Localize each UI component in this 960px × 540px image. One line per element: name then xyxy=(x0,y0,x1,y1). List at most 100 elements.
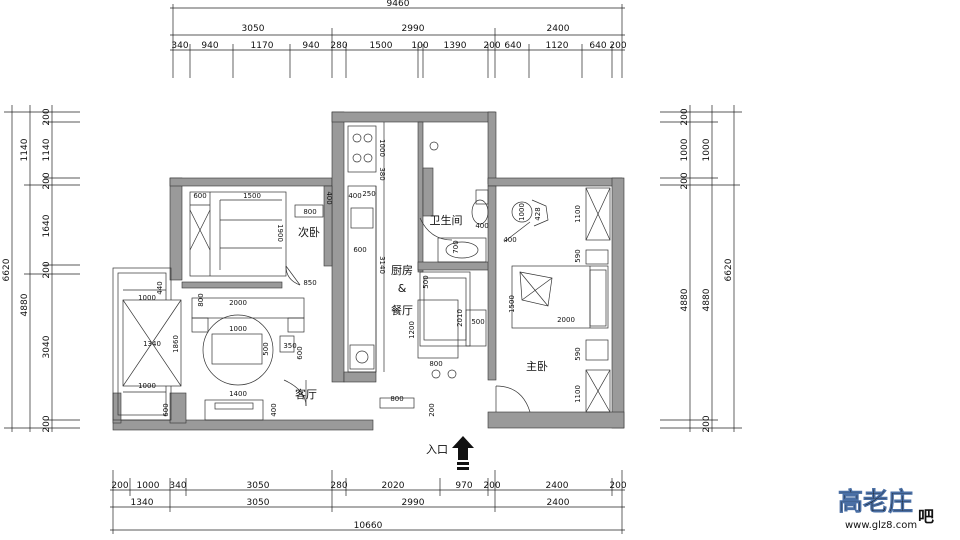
bottom-dimensions xyxy=(110,470,625,534)
bottom-dim: 1000 xyxy=(137,481,160,491)
note: 600 xyxy=(353,246,366,254)
top-dim: 2990 xyxy=(402,24,425,34)
top-dim: 200 xyxy=(483,41,500,51)
left-dim: 200 xyxy=(42,415,52,432)
top-dim: 1390 xyxy=(444,41,467,51)
note: 400 xyxy=(348,192,361,200)
note: 2000 xyxy=(557,316,575,324)
note: 600 xyxy=(296,346,304,359)
right-dimensions xyxy=(660,105,742,432)
top-dim: 2400 xyxy=(547,24,570,34)
note: 200 xyxy=(428,403,436,416)
left-dim: 1640 xyxy=(42,214,52,237)
note: 1000 xyxy=(138,294,156,302)
note: 428 xyxy=(534,207,542,220)
entrance-arrow-icon xyxy=(452,436,474,470)
bottom-dim-overall: 10660 xyxy=(354,521,383,531)
note: 500 xyxy=(471,318,484,326)
room-label-master-bedroom: 主卧 xyxy=(526,360,548,373)
top-dim: 200 xyxy=(609,41,626,51)
bottom-dim: 1340 xyxy=(131,498,154,508)
right-dim-labels: 200 1000 1000 200 4880 4880 6620 200 xyxy=(680,108,734,432)
room-label-kitchen: 厨房 xyxy=(391,264,413,277)
top-dim: 3050 xyxy=(242,24,265,34)
note: 800 xyxy=(390,395,403,403)
watermark-logo: 高老庄 吧 www.glz8.com xyxy=(838,487,934,531)
bottom-dim: 2990 xyxy=(402,498,425,508)
note: 440 xyxy=(156,281,164,294)
note: 400 xyxy=(325,191,333,204)
note: 1500 xyxy=(508,295,516,313)
watermark-logo-suffix: 吧 xyxy=(918,507,934,526)
room-label-dining: 餐厅 xyxy=(391,303,413,317)
left-dim: 4880 xyxy=(20,293,30,316)
master-furniture xyxy=(495,187,611,413)
left-dim-overall: 6620 xyxy=(2,258,12,281)
bathroom-fixtures xyxy=(419,141,489,347)
right-dim: 4880 xyxy=(702,288,712,311)
note: 2010 xyxy=(456,309,464,327)
left-dim: 1140 xyxy=(20,138,30,161)
balcony xyxy=(112,267,182,421)
bottom-dim: 3050 xyxy=(247,481,270,491)
note: 800 xyxy=(303,208,316,216)
note: 350 xyxy=(283,342,296,350)
note: 600 xyxy=(193,192,206,200)
watermark-logo-text: 高老庄 xyxy=(838,487,913,516)
note: 1200 xyxy=(408,321,416,339)
watermark-url: www.glz8.com xyxy=(845,520,917,531)
right-dim: 200 xyxy=(702,415,712,432)
note: 400 xyxy=(475,222,488,230)
left-dim: 200 xyxy=(42,261,52,278)
top-dim: 940 xyxy=(201,41,218,51)
note: 1000 xyxy=(138,382,156,390)
dining-furniture xyxy=(417,299,487,379)
note: 1000 xyxy=(518,203,526,221)
right-dim: 200 xyxy=(680,108,690,125)
note: 1100 xyxy=(574,205,582,223)
note: 2000 xyxy=(229,299,247,307)
left-dimensions xyxy=(4,105,80,432)
note: 380 xyxy=(378,167,386,180)
top-dim: 340 xyxy=(171,41,188,51)
bottom-dim: 3050 xyxy=(247,498,270,508)
note: 800 xyxy=(429,360,442,368)
top-dim: 100 xyxy=(411,41,428,51)
note: 3140 xyxy=(378,256,386,274)
bottom-dim: 280 xyxy=(330,481,347,491)
room-labels: 次卧 厨房 & 餐厅 卫生间 客厅 主卧 入口 xyxy=(295,213,548,456)
left-dim: 3040 xyxy=(42,335,52,358)
right-dim-overall: 6620 xyxy=(724,258,734,281)
note: 1400 xyxy=(229,390,247,398)
note: 1860 xyxy=(172,335,180,353)
bedroom2-furniture xyxy=(189,191,324,286)
right-dim: 4880 xyxy=(680,288,690,311)
note: 500 xyxy=(422,275,430,288)
room-label-kitchen: & xyxy=(398,282,407,295)
walls xyxy=(112,111,625,431)
note: 1340 xyxy=(143,340,161,348)
bottom-dim-labels: 200 1000 340 3050 280 2020 970 200 2400 … xyxy=(111,481,626,531)
note: 400 xyxy=(270,403,278,416)
note: 1000 xyxy=(378,139,386,157)
top-dim-labels: 9460 3050 2990 2400 340 940 1170 940 280… xyxy=(171,0,626,51)
right-dim: 1000 xyxy=(680,138,690,161)
note: 500 xyxy=(262,342,270,355)
bottom-dim: 2020 xyxy=(382,481,405,491)
entrance-label: 入口 xyxy=(426,443,448,456)
right-dim: 200 xyxy=(680,172,690,189)
note: 1500 xyxy=(243,192,261,200)
bottom-dim: 200 xyxy=(609,481,626,491)
note: 250 xyxy=(362,190,375,198)
note: 850 xyxy=(303,279,316,287)
top-dim: 640 xyxy=(589,41,606,51)
bottom-dim: 2400 xyxy=(546,481,569,491)
bottom-dim: 970 xyxy=(455,481,472,491)
top-dim: 1500 xyxy=(370,41,393,51)
top-dim: 280 xyxy=(330,41,347,51)
left-dim-labels: 6620 4880 200 1140 1140 200 1640 200 304… xyxy=(2,108,52,432)
bottom-dim: 340 xyxy=(169,481,186,491)
left-dim: 200 xyxy=(42,172,52,189)
left-dim: 200 xyxy=(42,108,52,125)
